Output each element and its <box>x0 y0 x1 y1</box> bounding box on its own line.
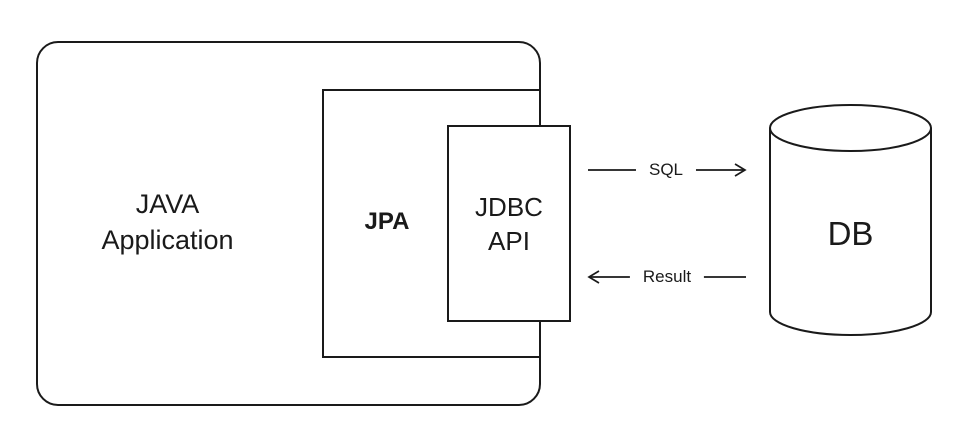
jpa-label: JPA <box>364 208 410 235</box>
java-application-label: JAVA Application <box>60 186 275 258</box>
db-cylinder-top <box>769 104 932 152</box>
result-arrowhead-icon <box>587 270 600 284</box>
result-label: Result <box>629 267 705 287</box>
sql-arrowhead-icon <box>734 163 747 177</box>
sql-label: SQL <box>635 160 697 180</box>
jdbc-api-label-line1: JDBC <box>475 191 543 222</box>
db-cylinder-body <box>769 128 932 336</box>
java-application-label-line2: Application <box>101 225 234 255</box>
db-label: DB <box>827 215 874 252</box>
java-application-label-line1: JAVA <box>135 189 200 219</box>
jdbc-api-label-line2: API <box>488 225 530 256</box>
jdbc-api-box: JDBC API <box>447 125 571 322</box>
